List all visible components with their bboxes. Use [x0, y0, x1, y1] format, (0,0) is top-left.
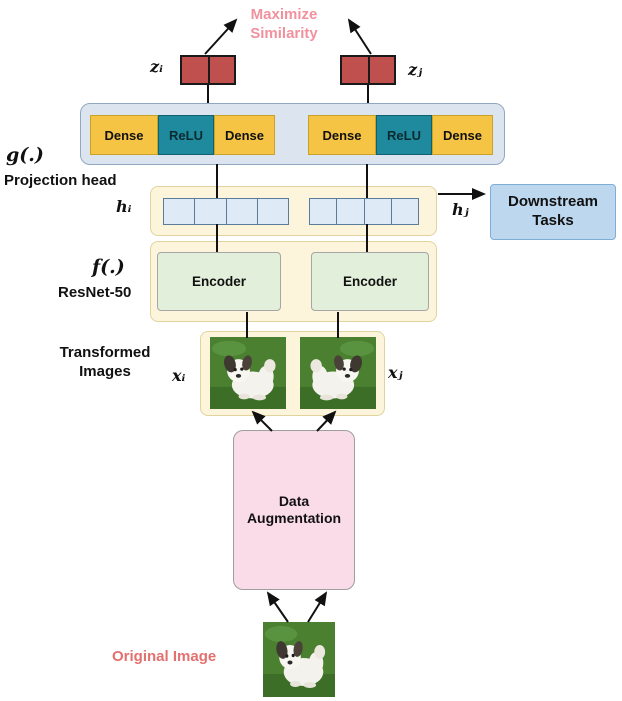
dense-layer: Dense	[308, 115, 376, 155]
h-cell	[256, 198, 289, 225]
dense-layer: Dense	[432, 115, 493, 155]
relu-layer: ReLU	[376, 115, 432, 155]
arrow-z-i-to-similarity	[204, 18, 238, 55]
dense-layer: Dense	[214, 115, 275, 155]
projection-head-label: Projection head	[4, 172, 117, 189]
arrow-original-to-augmentation-right	[307, 591, 328, 623]
arrow-original-to-augmentation-left	[266, 591, 289, 623]
z-divider	[208, 56, 210, 84]
original-image	[263, 622, 335, 697]
h-i-vector	[163, 198, 289, 225]
data-augmentation-box: Data Augmentation	[233, 430, 355, 590]
encoder-left-box: Encoder	[157, 252, 281, 311]
z-j-label: zⱼ	[408, 60, 423, 79]
g-function-label: g(.)	[6, 144, 44, 166]
z-divider	[368, 56, 370, 84]
z-i-representation	[180, 55, 236, 85]
encoder-right-box: Encoder	[311, 252, 429, 311]
z-i-label: zᵢ	[150, 57, 163, 76]
downstream-tasks-box: Downstream Tasks	[490, 184, 616, 240]
h-cell	[163, 198, 196, 225]
h-cell	[194, 198, 227, 225]
maximize-similarity-caption: Maximize Similarity	[250, 6, 318, 42]
f-function-label: f(.)	[92, 256, 125, 278]
x-j-label: xⱼ	[388, 363, 403, 382]
transformed-image-right	[300, 337, 376, 409]
h-cell	[225, 198, 258, 225]
h-j-label: hⱼ	[452, 200, 469, 219]
h-cell	[336, 198, 365, 225]
h-cell	[309, 198, 338, 225]
transformed-image-left	[210, 337, 286, 409]
h-cell	[390, 198, 419, 225]
dense-layer: Dense	[90, 115, 158, 155]
transformed-images-label: Transformed Images	[59, 344, 151, 380]
z-j-representation	[340, 55, 396, 85]
h-i-label: hᵢ	[116, 197, 132, 216]
arrow-z-j-to-similarity	[347, 18, 372, 55]
h-cell	[363, 198, 392, 225]
x-i-label: xᵢ	[172, 366, 186, 385]
resnet-label: ResNet-50	[58, 284, 132, 301]
h-j-vector	[309, 198, 419, 225]
original-image-label: Original Image	[112, 648, 217, 665]
relu-layer: ReLU	[158, 115, 214, 155]
